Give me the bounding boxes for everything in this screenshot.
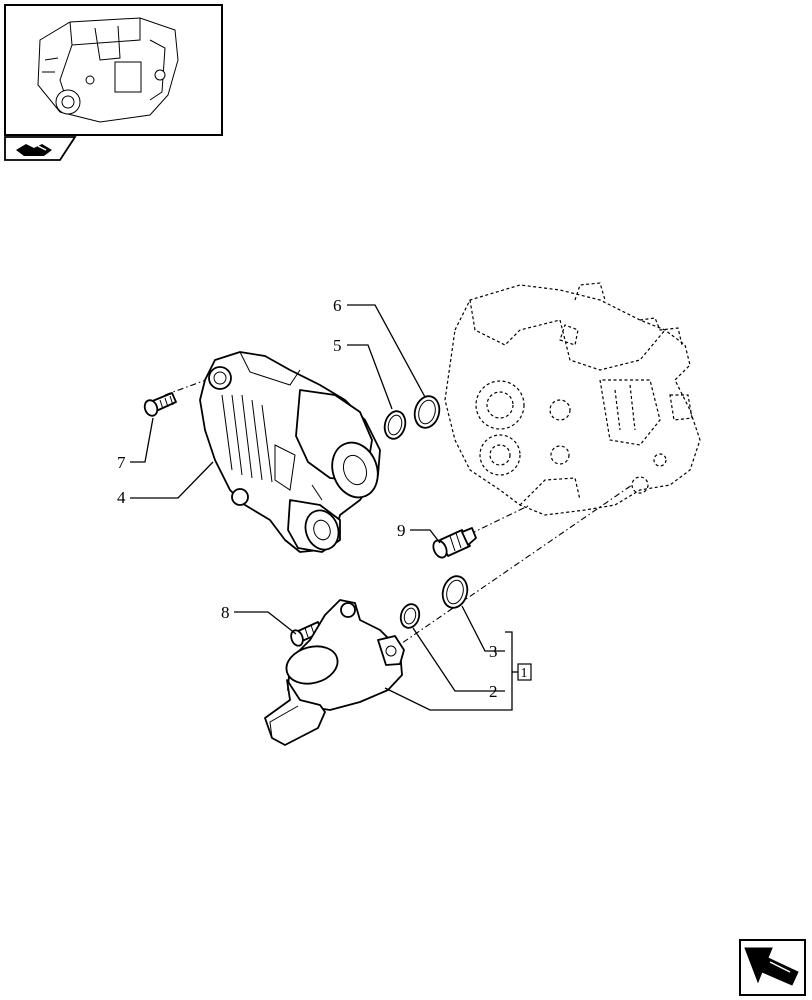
callout-8: 8 bbox=[221, 603, 230, 622]
o-ring-2[interactable] bbox=[398, 602, 422, 630]
o-ring-3[interactable] bbox=[439, 573, 470, 610]
callout-3: 3 bbox=[489, 642, 498, 661]
callout-7: 7 bbox=[117, 453, 126, 472]
bolt-7[interactable] bbox=[143, 392, 177, 418]
fuel-pump-housing bbox=[444, 282, 701, 516]
seal-ring-6[interactable] bbox=[411, 393, 442, 430]
callout-1-box: 1 bbox=[517, 663, 532, 681]
callout-1: 1 bbox=[521, 666, 528, 681]
callout-5: 5 bbox=[333, 336, 342, 355]
callout-2: 2 bbox=[489, 682, 498, 701]
pump-cover-4[interactable] bbox=[199, 351, 385, 554]
centerline-lower bbox=[391, 484, 633, 651]
leader-lines bbox=[130, 304, 518, 711]
section-tab-icon[interactable] bbox=[4, 136, 77, 161]
next-page-arrow-icon[interactable] bbox=[739, 939, 806, 996]
seal-ring-5[interactable] bbox=[382, 409, 409, 441]
callout-4: 4 bbox=[117, 488, 126, 507]
centerline-sensor bbox=[469, 504, 531, 535]
sensor-9[interactable] bbox=[431, 527, 477, 560]
engine-thumbnail-icon[interactable] bbox=[4, 4, 223, 136]
screw-8[interactable] bbox=[289, 621, 323, 647]
pressure-regulator-valve[interactable] bbox=[264, 599, 405, 746]
callout-6: 6 bbox=[333, 296, 342, 315]
callout-9: 9 bbox=[397, 521, 406, 540]
